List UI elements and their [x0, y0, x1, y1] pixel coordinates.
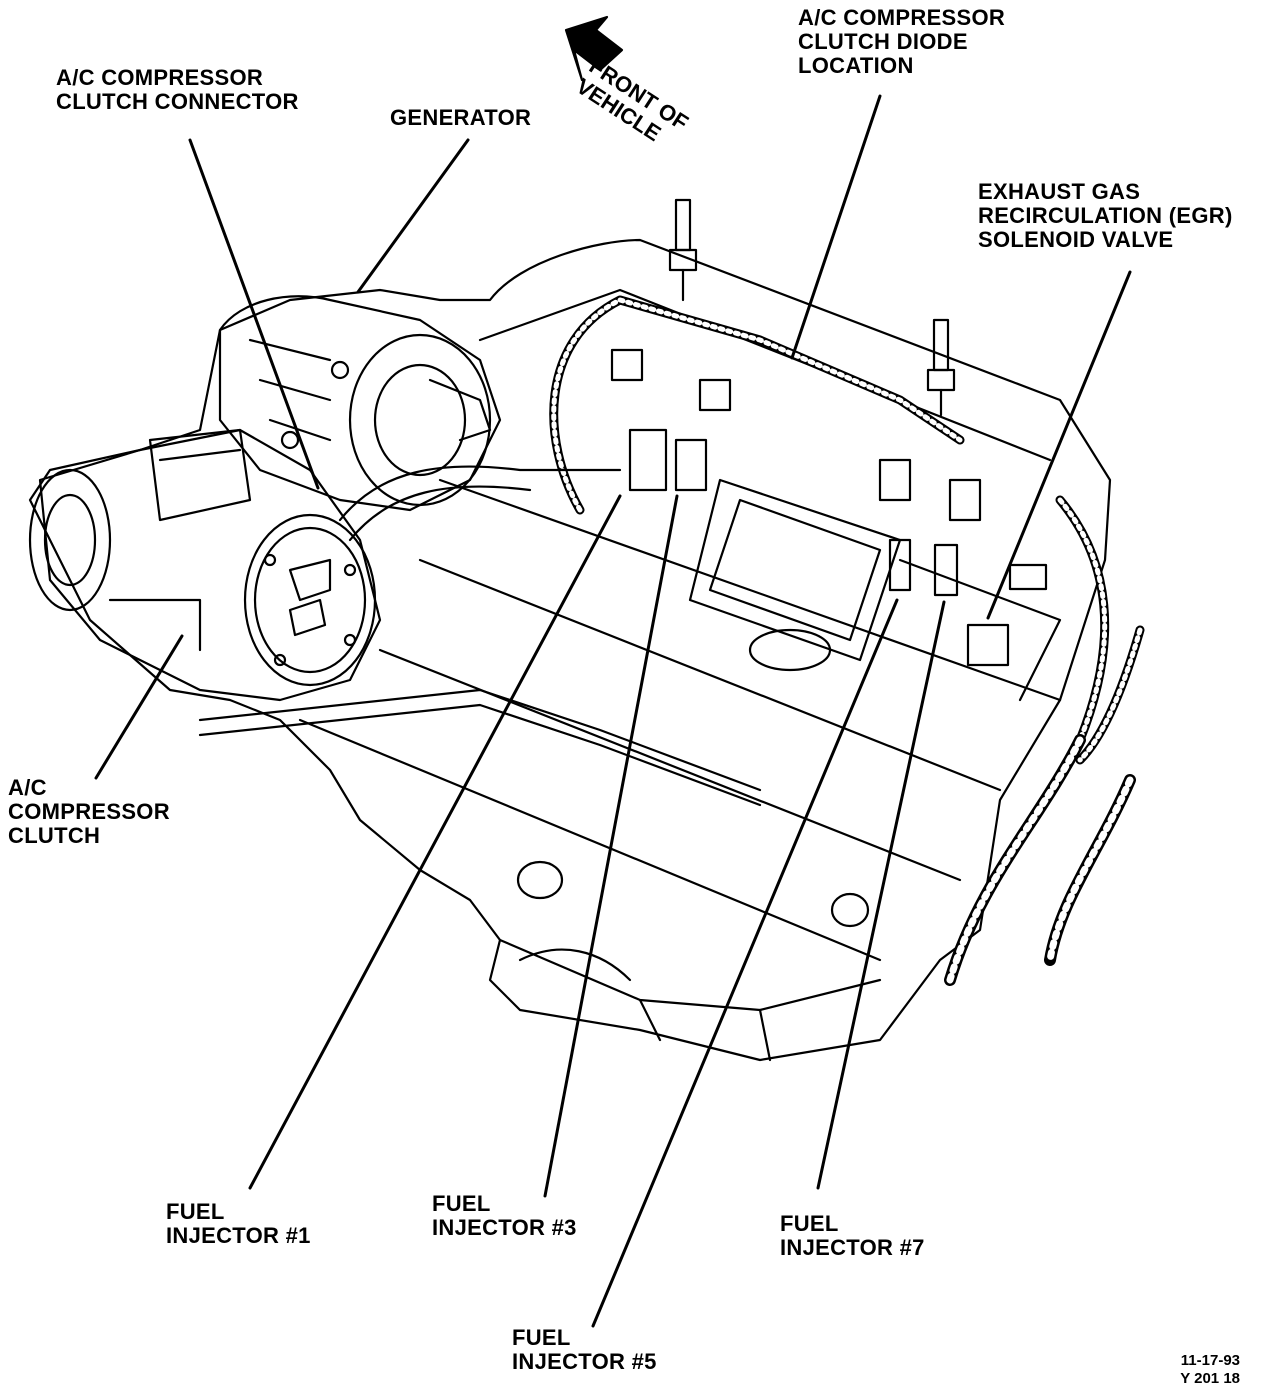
label-generator: GENERATOR: [390, 106, 531, 130]
figure-id: Y 201 18: [1180, 1370, 1240, 1387]
label-line: INJECTOR #7: [780, 1235, 925, 1260]
label-line: SOLENOID VALVE: [978, 227, 1174, 252]
leader-ac-clutch: [94, 634, 184, 780]
wiring-harness: [198, 295, 1145, 986]
leader-fuel-injector-5: [591, 598, 899, 1328]
label-line: GENERATOR: [390, 105, 532, 130]
leader-egr-solenoid: [986, 270, 1132, 620]
spark-plug-left: [668, 198, 698, 302]
label-line: A/C: [8, 775, 47, 800]
label-ac-clutch-connector: A/C COMPRESSOR CLUTCH CONNECTOR: [56, 66, 299, 114]
leader-fuel-injector-3: [543, 494, 679, 1198]
label-line: FUEL: [780, 1211, 839, 1236]
label-line: INJECTOR #3: [432, 1215, 577, 1240]
label-fuel-injector-3: FUEL INJECTOR #3: [432, 1192, 577, 1240]
leader-fuel-injector-1: [248, 494, 622, 1190]
label-line: FUEL: [166, 1199, 225, 1224]
ac-compressor: [28, 428, 382, 702]
label-line: CLUTCH CONNECTOR: [56, 89, 299, 114]
label-line: CLUTCH: [8, 823, 101, 848]
label-line: INJECTOR #5: [512, 1349, 657, 1374]
label-line: EXHAUST GAS: [978, 179, 1141, 204]
label-line: A/C COMPRESSOR: [798, 5, 1006, 30]
label-fuel-injector-1: FUEL INJECTOR #1: [166, 1200, 311, 1248]
label-ac-clutch-diode: A/C COMPRESSOR CLUTCH DIODE LOCATION: [798, 6, 1005, 78]
spark-plug-right: [926, 318, 956, 417]
engine-block: [28, 238, 1112, 1062]
label-line: FUEL: [512, 1325, 571, 1350]
front-arrow-icon: [564, 15, 624, 82]
label-line: CLUTCH DIODE: [798, 29, 968, 54]
generator: [218, 295, 502, 512]
label-egr-solenoid: EXHAUST GAS RECIRCULATION (EGR) SOLENOID…: [978, 180, 1233, 252]
leader-fuel-injector-7: [816, 600, 946, 1190]
ac-clutch: [243, 513, 377, 687]
leader-ac-clutch-connector: [188, 138, 320, 490]
injector-connectors: [610, 348, 1048, 667]
figure-date: 11-17-93: [1180, 1352, 1240, 1369]
leader-generator: [356, 138, 470, 294]
figure-stamp: 11-17-93 Y 201 18: [1180, 1352, 1240, 1388]
label-line: A/C COMPRESSOR: [56, 65, 264, 90]
leader-ac-clutch-diode: [790, 94, 882, 360]
label-line: FUEL: [432, 1191, 491, 1216]
label-ac-clutch: A/C COMPRESSOR CLUTCH: [8, 776, 170, 848]
label-line: INJECTOR #1: [166, 1223, 311, 1248]
label-line: COMPRESSOR: [8, 799, 170, 824]
label-line: LOCATION: [798, 53, 914, 78]
label-fuel-injector-7: FUEL INJECTOR #7: [780, 1212, 925, 1260]
label-fuel-injector-5: FUEL INJECTOR #5: [512, 1326, 657, 1374]
leader-lines: [94, 94, 1132, 1328]
label-line: RECIRCULATION (EGR): [978, 203, 1233, 228]
